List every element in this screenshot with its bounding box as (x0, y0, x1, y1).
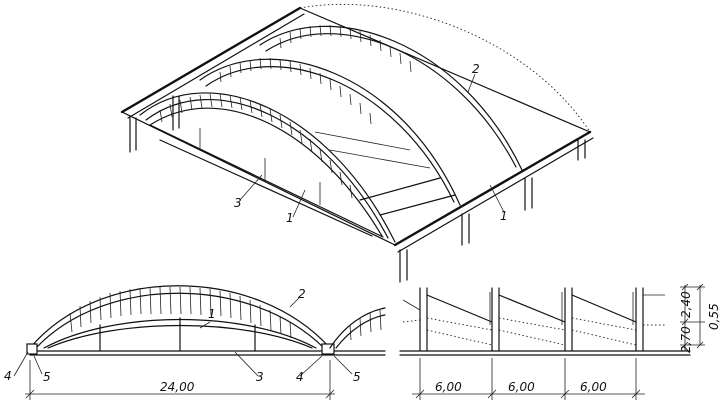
dimension-span: 24,00 (160, 380, 195, 394)
callout-2-top: 2 (472, 62, 480, 76)
right-support (321, 343, 335, 355)
callout-4-right: 4 (296, 370, 304, 384)
dimension-height-lower: 2,70 (679, 326, 693, 353)
elevation-view (13, 285, 386, 400)
dimension-height-upper: 2,40 (679, 291, 693, 318)
callout-4-left: 4 (4, 369, 12, 383)
callout-3-top: 3 (234, 196, 242, 210)
callout-1-top-right: 1 (500, 209, 508, 223)
dimension-bay-3: 6,00 (580, 380, 607, 394)
elevation-arch-hatching (69, 286, 292, 339)
dimension-bay-1: 6,00 (435, 380, 462, 394)
arch-3-hatching (279, 24, 412, 73)
axonometric-view (120, 4, 594, 283)
arch-1-hatching (159, 93, 353, 199)
callout-1-elevation: 1 (208, 307, 216, 321)
callout-5-left: 5 (43, 370, 51, 384)
dimension-bay-2: 6,00 (508, 380, 535, 394)
left-support (26, 343, 38, 355)
callout-1-top-left: 1 (286, 211, 294, 225)
callout-2-elevation: 2 (298, 287, 306, 301)
callout-5-right: 5 (353, 370, 361, 384)
section-view (399, 283, 705, 400)
arch-2-hatching (219, 57, 372, 125)
callout-3-elevation: 3 (256, 370, 264, 384)
dimension-offset: 0,55 (707, 303, 721, 330)
